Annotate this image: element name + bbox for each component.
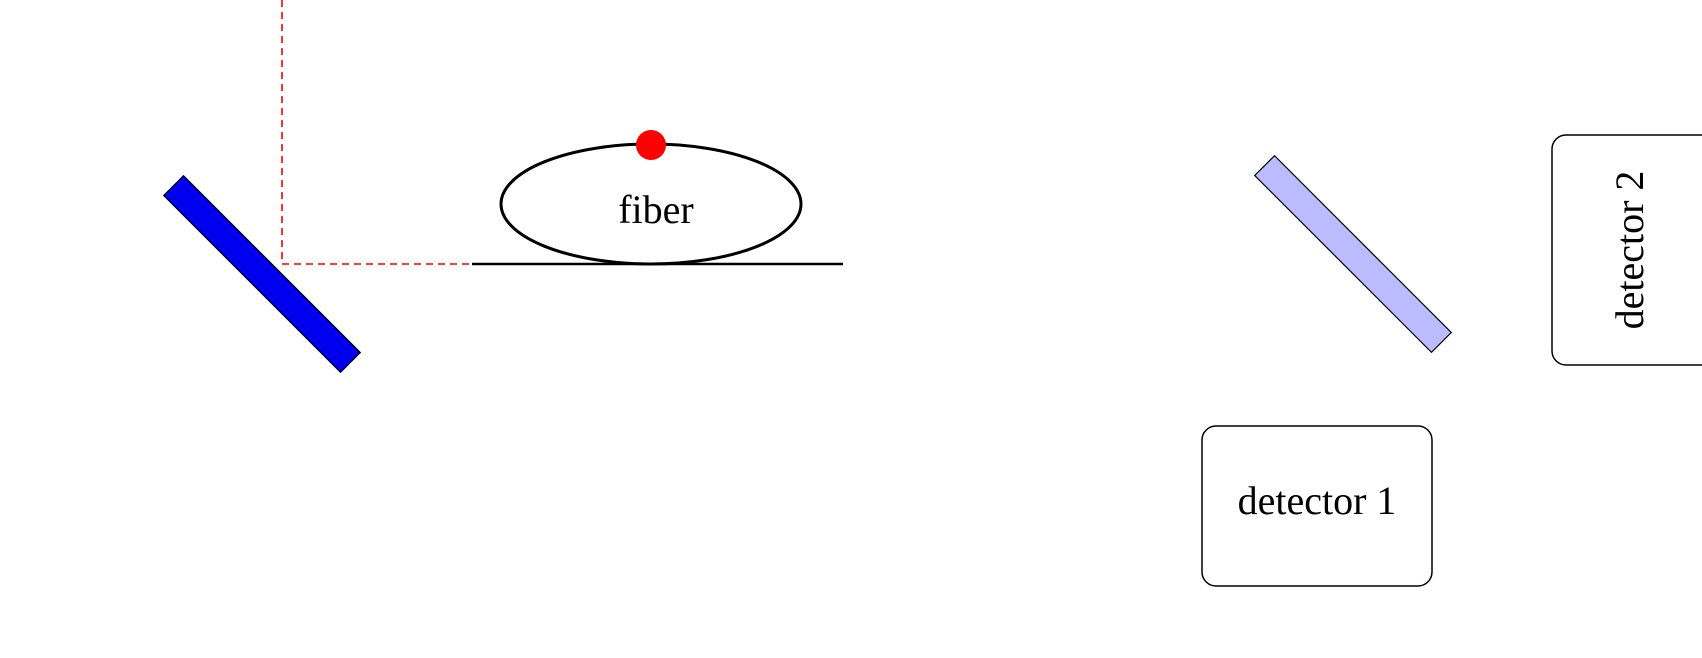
fiber-coil: fiber: [472, 130, 843, 266]
detector-2-label: detector 2: [1607, 171, 1652, 330]
mirror-icon: [162, 174, 362, 374]
fiber-label: fiber: [618, 187, 694, 232]
beam-splitter-icon: [1253, 154, 1453, 354]
detector-1: detector 1: [1201, 425, 1433, 587]
beam-path: [281, 0, 506, 265]
photon-dot-icon: [636, 130, 666, 160]
detector-1-label: detector 1: [1238, 478, 1397, 523]
detector-1-box: [1201, 425, 1433, 587]
detector-2-box: [1551, 134, 1702, 366]
detector-2: detector 2: [1551, 134, 1702, 366]
